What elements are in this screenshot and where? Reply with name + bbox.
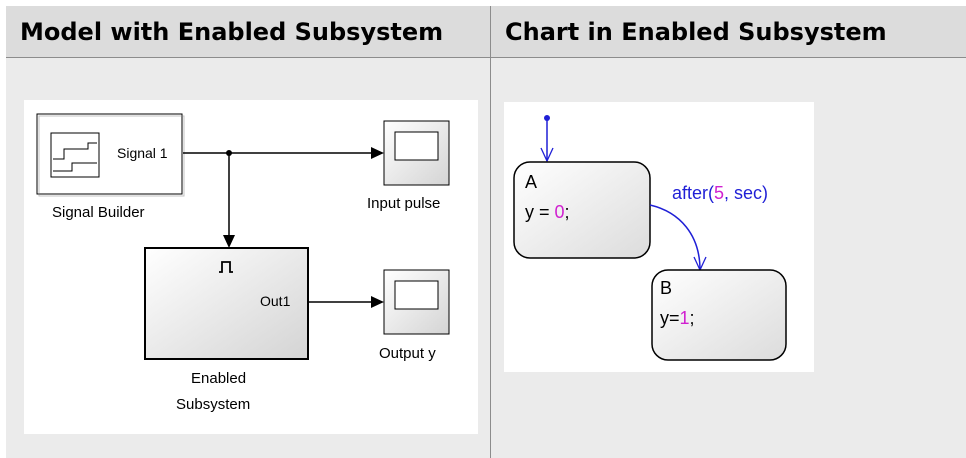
input-pulse-scope[interactable] xyxy=(383,120,450,186)
state-b-action-var: y= xyxy=(660,308,680,328)
state-a-name: A xyxy=(525,172,537,192)
state-b-action: y=1; xyxy=(660,308,695,328)
signal-builder-block[interactable]: Signal 1 xyxy=(36,113,185,197)
transition-label-arg: 5 xyxy=(714,183,724,203)
signal-builder-port-label: Signal 1 xyxy=(117,145,168,161)
state-b-action-value: 1 xyxy=(680,308,690,328)
state-b[interactable]: B y=1; xyxy=(651,269,787,361)
signal-builder-name: Signal Builder xyxy=(52,204,145,221)
arrow-to-enable-port xyxy=(223,235,235,248)
column-header-model-label: Model with Enabled Subsystem xyxy=(20,18,444,46)
transition-label: after(5, sec) xyxy=(672,183,768,203)
state-b-name: B xyxy=(660,278,672,298)
column-header-model: Model with Enabled Subsystem xyxy=(6,6,490,58)
enabled-subsystem-block[interactable]: Out1 xyxy=(144,247,309,360)
transition-label-rest: , sec) xyxy=(724,183,768,203)
output-y-scope[interactable] xyxy=(383,269,450,335)
state-a[interactable]: A y = 0; xyxy=(513,161,651,259)
state-a-action-end: ; xyxy=(565,202,570,222)
column-divider xyxy=(490,6,491,458)
signal-builder-icon xyxy=(50,132,100,178)
state-b-action-end: ; xyxy=(690,308,695,328)
signal-lines xyxy=(183,152,372,303)
enabled-subsystem-port-label: Out1 xyxy=(260,293,291,309)
output-y-name: Output y xyxy=(379,345,436,362)
transition-label-op: after( xyxy=(672,183,714,203)
state-a-action: y = 0; xyxy=(525,202,570,222)
branch-point xyxy=(226,150,232,156)
enabled-subsystem-name-line2: Subsystem xyxy=(176,396,250,413)
default-transition xyxy=(540,115,554,163)
input-pulse-name: Input pulse xyxy=(367,195,440,212)
enabled-subsystem-name-line1: Enabled xyxy=(191,370,246,387)
column-header-chart-label: Chart in Enabled Subsystem xyxy=(505,18,887,46)
arrow-to-input-pulse xyxy=(371,147,384,159)
arrow-to-output-y xyxy=(371,296,384,308)
enable-port-icon xyxy=(219,261,233,273)
state-a-action-value: 0 xyxy=(555,202,565,222)
column-header-chart: Chart in Enabled Subsystem xyxy=(491,6,966,58)
state-a-action-var: y = xyxy=(525,202,555,222)
